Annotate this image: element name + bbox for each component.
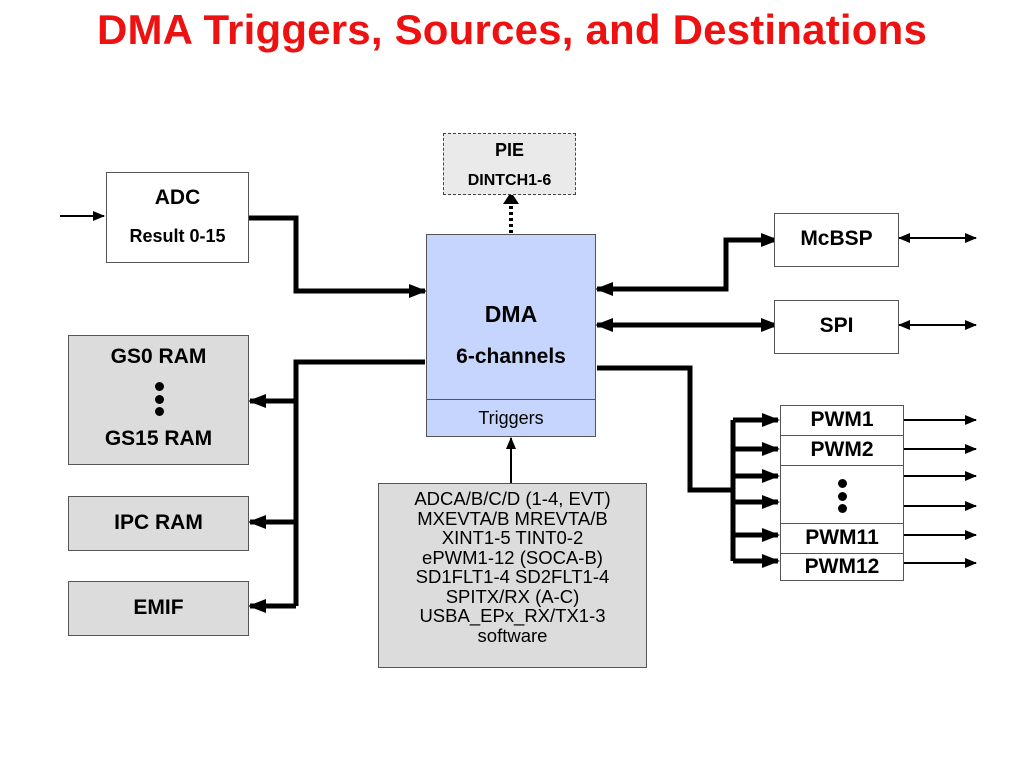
ellipsis-dot <box>155 407 164 416</box>
emif-label: EMIF <box>133 596 184 619</box>
gs-ram-top-label: GS0 RAM <box>110 345 207 368</box>
pie-arrow-head <box>503 192 519 204</box>
adc-to-dma-wire <box>248 215 427 298</box>
dma-subtitle: 6-channels <box>456 345 566 368</box>
trigger-sources-box: ADCA/B/C/D (1-4, EVT) MXEVTA/B MREVTA/B … <box>378 483 647 668</box>
trigger-source-line: XINT1-5 TINT0-2 <box>441 527 584 548</box>
trigger-source-line: SPITX/RX (A-C) <box>445 585 580 607</box>
ipc-ram-label: IPC RAM <box>114 511 203 534</box>
pwm1-label: PWM1 <box>810 408 874 431</box>
trigger-source-line: USBA_EPx_RX/TX1-3 <box>419 605 606 626</box>
pie-box: PIE DINTCH1-6 <box>443 133 576 195</box>
ellipsis-dot <box>155 395 164 404</box>
trigger-source-line: ADCA/B/C/D (1-4, EVT) <box>414 488 611 509</box>
pwm11-cell: PWM11 <box>781 523 903 554</box>
ellipsis-dot <box>155 382 164 391</box>
pwm11-label: PWM11 <box>805 526 879 549</box>
gs-ram-box: GS0 RAM GS15 RAM <box>68 335 249 465</box>
mcbsp-label: McBSP <box>800 227 873 250</box>
spi-box: SPI <box>774 300 899 354</box>
dma-to-ram-bus <box>293 359 425 606</box>
dma-title: DMA <box>484 301 538 327</box>
spi-label: SPI <box>819 314 854 337</box>
pwm12-label: PWM12 <box>804 555 880 578</box>
dma-triggers-section: Triggers <box>427 399 595 436</box>
adc-box: ADC Result 0-15 <box>106 172 249 263</box>
ellipsis-dot <box>838 492 847 501</box>
adc-subtitle: Result 0-15 <box>129 226 226 246</box>
pie-subtitle: DINTCH1-6 <box>467 172 552 189</box>
dma-to-pwm-bus <box>597 365 733 493</box>
mcbsp-box: McBSP <box>774 213 899 267</box>
dma-mcbsp-wire <box>595 233 779 296</box>
pwm2-label: PWM2 <box>810 438 874 461</box>
trigger-source-line: software <box>477 624 548 646</box>
gs-ram-bottom-label: GS15 RAM <box>104 427 213 450</box>
adc-title: ADC <box>154 186 201 209</box>
dma-triggers-label: Triggers <box>478 408 544 428</box>
trigger-source-line: ePWM1-12 (SOCA-B) <box>422 546 603 568</box>
pwm2-cell: PWM2 <box>781 435 903 466</box>
pwm-stack: PWM1 PWM2 PWM11 PWM12 <box>780 405 904 581</box>
ellipsis-dot <box>838 479 847 488</box>
pwm1-cell: PWM1 <box>781 406 903 436</box>
trigger-source-line: MXEVTA/B MREVTA/B <box>417 507 608 529</box>
pwm12-cell: PWM12 <box>781 553 903 582</box>
emif-box: EMIF <box>68 581 249 636</box>
dma-box: DMA 6-channels Triggers <box>426 234 596 437</box>
ipc-ram-box: IPC RAM <box>68 496 249 551</box>
pie-title: PIE <box>494 140 524 160</box>
trigger-source-line: SD1FLT1-4 SD2FLT1-4 <box>415 566 610 587</box>
ellipsis-dot <box>838 504 847 513</box>
page-title: DMA Triggers, Sources, and Destinations <box>96 6 928 53</box>
